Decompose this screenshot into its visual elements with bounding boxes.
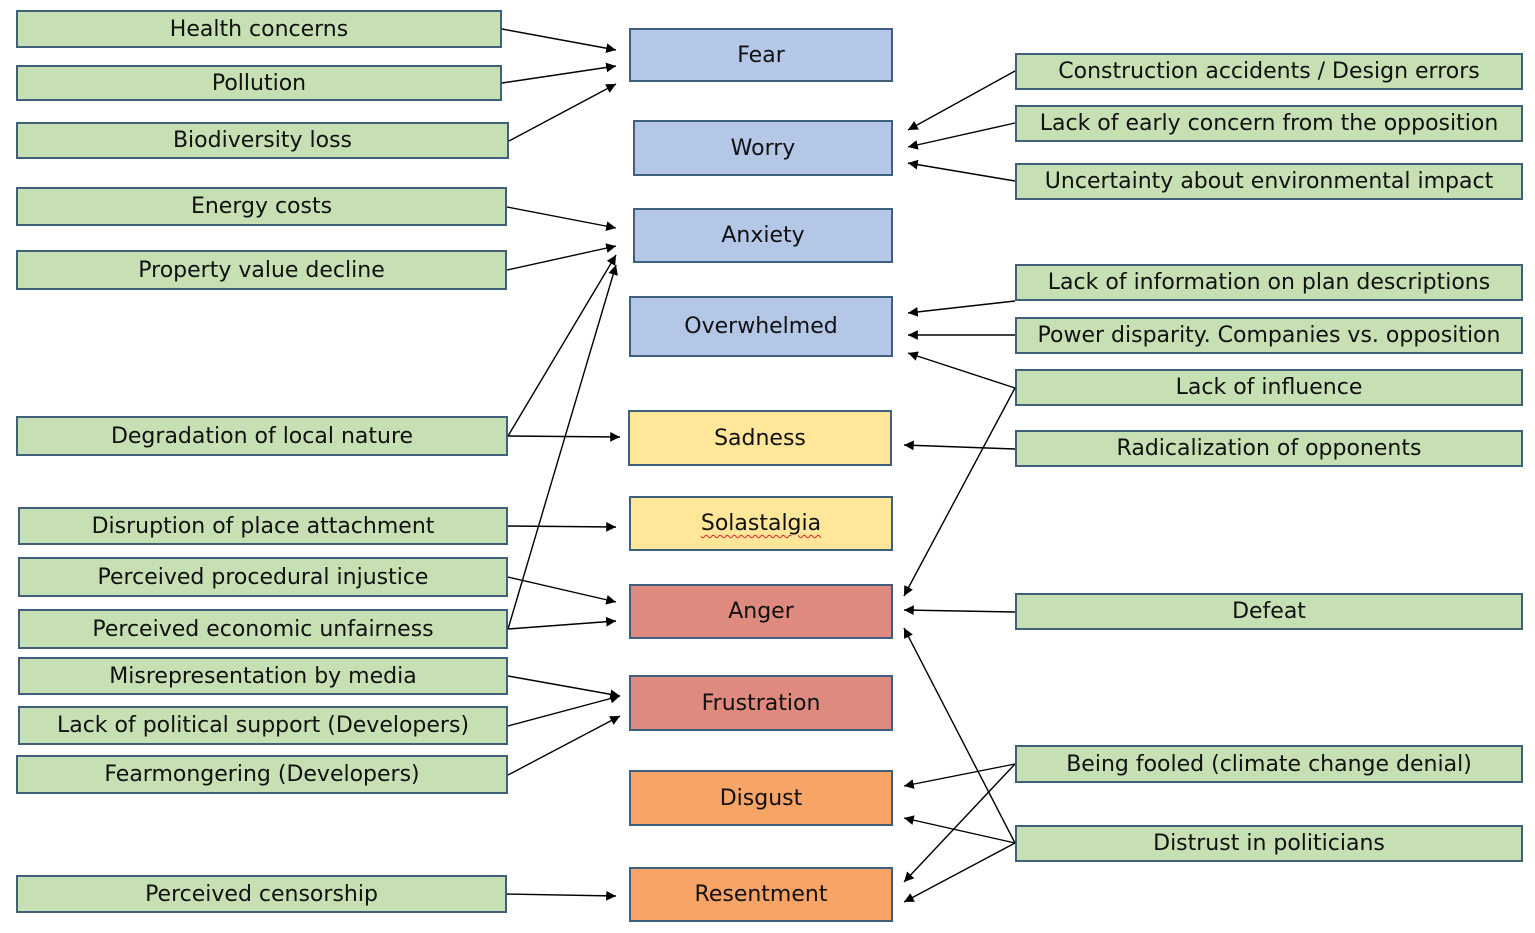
emotion-label: Frustration	[701, 690, 821, 716]
arrow-early-to-worry	[907, 122, 1016, 150]
cause-label: Pollution	[211, 70, 307, 96]
cause-label: Lack of information on plan descriptions	[1047, 270, 1491, 295]
arrow-property-to-anxiety	[506, 243, 617, 271]
cause-label: Property value decline	[138, 257, 385, 283]
cause-perceived-procedural-injustice: Perceived procedural injustice	[18, 557, 508, 597]
cause-energy-costs: Energy costs	[16, 187, 507, 226]
arrow-distrust-to-disgust	[903, 815, 1016, 844]
cause-label: Lack of early concern from the oppositio…	[1039, 111, 1499, 136]
arrow-procedural-to-anger	[507, 576, 617, 605]
arrow-influence-to-anger	[903, 387, 1016, 597]
arrow-information-to-overwhelmed	[907, 300, 1016, 317]
cause-label: Health concerns	[169, 16, 349, 42]
emotion-fear: Fear	[629, 28, 893, 82]
cause-label: Misrepresentation by media	[109, 663, 417, 689]
arrow-political-to-frustration	[507, 693, 621, 727]
arrow-radicalization-to-sadness	[903, 440, 1016, 451]
cause-lack-of-early-concern: Lack of early concern from the oppositio…	[1015, 105, 1523, 142]
cause-label: Distrust in politicians	[1153, 831, 1385, 856]
cause-label: Construction accidents / Design errors	[1058, 59, 1480, 84]
cause-misrepresentation-by-media: Misrepresentation by media	[18, 657, 508, 695]
arrow-uncertainty-to-worry	[907, 159, 1016, 182]
cause-label: Perceived procedural injustice	[97, 564, 429, 590]
arrow-place-to-solastalgia	[507, 522, 617, 532]
emotion-label: Sadness	[714, 425, 806, 451]
cause-label: Biodiversity loss	[172, 128, 353, 153]
cause-being-fooled: Being fooled (climate change denial)	[1015, 745, 1523, 783]
arrow-fooled-to-disgust	[903, 763, 1016, 789]
arrow-degradation-to-sadness	[507, 432, 621, 442]
cause-property-value-decline: Property value decline	[16, 250, 507, 290]
emotion-label: Anxiety	[721, 223, 805, 248]
cause-defeat: Defeat	[1015, 593, 1523, 630]
arrow-fooled-to-resentment	[903, 763, 1016, 883]
cause-label: Defeat	[1232, 599, 1306, 624]
emotion-label: Disgust	[719, 785, 803, 811]
arrow-biodiversity-to-fear	[508, 83, 617, 142]
cause-lack-of-political-support: Lack of political support (Developers)	[18, 706, 508, 745]
cause-pollution: Pollution	[16, 65, 502, 101]
cause-power-disparity: Power disparity. Companies vs. oppositio…	[1015, 317, 1523, 354]
emotion-overwhelmed: Overwhelmed	[629, 296, 893, 357]
arrow-degradation-to-anxiety	[507, 254, 617, 437]
cause-disruption-of-place-attachment: Disruption of place attachment	[18, 507, 508, 545]
emotion-label: Resentment	[694, 882, 828, 907]
cause-label: Disruption of place attachment	[91, 513, 435, 539]
cause-label: Degradation of local nature	[110, 423, 414, 449]
cause-label: Lack of political support (Developers)	[56, 713, 470, 738]
arrow-health-to-fear	[501, 28, 617, 54]
cause-lack-of-information: Lack of information on plan descriptions	[1015, 264, 1523, 301]
cause-fearmongering: Fearmongering (Developers)	[16, 755, 508, 794]
arrow-distrust-to-resentment	[903, 842, 1016, 903]
arrow-influence-to-overwhelmed	[907, 351, 1016, 389]
cause-label: Power disparity. Companies vs. oppositio…	[1037, 323, 1501, 348]
cause-construction-accidents: Construction accidents / Design errors	[1015, 53, 1523, 90]
cause-health-concerns: Health concerns	[16, 10, 502, 48]
cause-perceived-economic-unfairness: Perceived economic unfairness	[18, 609, 508, 649]
cause-degradation-of-local-nature: Degradation of local nature	[16, 416, 508, 456]
emotion-frustration: Frustration	[629, 675, 893, 731]
cause-label: Perceived economic unfairness	[92, 616, 434, 642]
cause-perceived-censorship: Perceived censorship	[16, 875, 507, 913]
cause-label: Radicalization of opponents	[1116, 436, 1422, 461]
cause-biodiversity-loss: Biodiversity loss	[16, 122, 509, 159]
arrow-media-to-frustration	[507, 675, 621, 700]
cause-uncertainty-environmental-impact: Uncertainty about environmental impact	[1015, 163, 1523, 200]
emotion-resentment: Resentment	[629, 867, 893, 922]
cause-label: Energy costs	[190, 194, 333, 219]
arrow-construction-to-worry	[907, 70, 1016, 131]
arrow-distrust-to-anger	[903, 627, 1016, 844]
emotion-solastalgia: Solastalgia	[629, 496, 893, 551]
arrow-censorship-to-resentment	[506, 890, 617, 901]
arrow-economic-to-anxiety	[507, 264, 618, 630]
cause-distrust-in-politicians: Distrust in politicians	[1015, 825, 1523, 862]
arrow-pollution-to-fear	[501, 62, 617, 84]
arrow-defeat-to-anger	[903, 605, 1016, 616]
emotion-label: Solastalgia	[700, 511, 822, 536]
emotion-disgust: Disgust	[629, 770, 893, 826]
emotion-label: Overwhelmed	[684, 314, 838, 339]
cause-label: Perceived censorship	[145, 881, 378, 907]
cause-label: Uncertainty about environmental impact	[1044, 169, 1494, 194]
cause-label: Being fooled (climate change denial)	[1066, 751, 1472, 777]
cause-label: Fearmongering (Developers)	[104, 762, 420, 787]
cause-lack-of-influence: Lack of influence	[1015, 369, 1523, 406]
emotion-label: Worry	[730, 135, 796, 161]
emotion-label: Fear	[737, 42, 785, 68]
emotion-anger: Anger	[629, 584, 893, 639]
emotion-sadness: Sadness	[628, 410, 892, 466]
emotion-worry: Worry	[633, 120, 893, 176]
arrow-energy-to-anxiety	[506, 206, 617, 231]
arrow-fearmongering-to-frustration	[507, 715, 621, 776]
emotion-anxiety: Anxiety	[633, 208, 893, 263]
arrow-economic-to-anger	[507, 616, 617, 630]
emotion-label: Anger	[728, 599, 794, 624]
cause-label: Lack of influence	[1175, 375, 1363, 400]
cause-radicalization-of-opponents: Radicalization of opponents	[1015, 430, 1523, 467]
